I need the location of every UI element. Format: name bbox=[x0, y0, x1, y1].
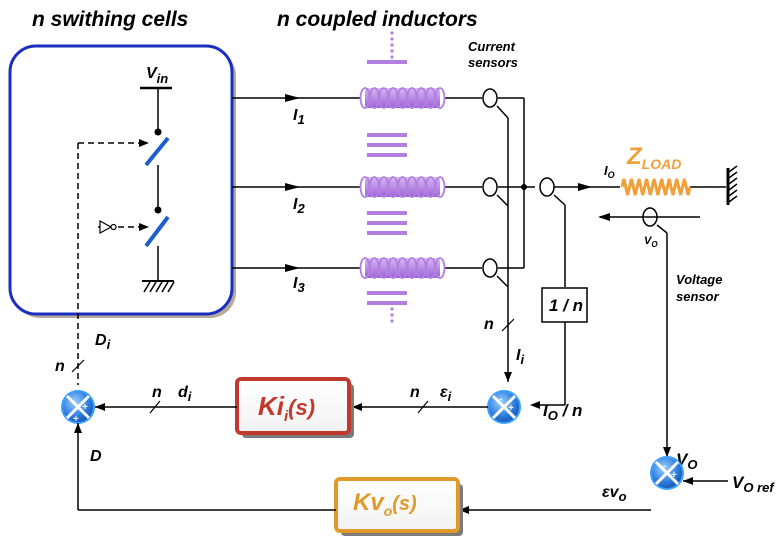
ground-symbol bbox=[142, 280, 175, 293]
i2-label: I2 bbox=[293, 196, 305, 216]
voltage-summer-minus: - bbox=[663, 461, 666, 472]
voltage-sensor-label-1: Voltage bbox=[676, 272, 722, 287]
current-summer bbox=[487, 390, 521, 424]
ii-arrowhead bbox=[504, 372, 512, 382]
zload-label: ZLOAD bbox=[626, 143, 681, 172]
vin-terminal bbox=[140, 86, 172, 136]
chassis-ground-icon bbox=[726, 165, 738, 205]
n-left-label: n bbox=[55, 358, 65, 375]
current-sensors-label-2: sensors bbox=[468, 55, 518, 70]
inductor-core-bars bbox=[367, 60, 407, 305]
voltage-sensor-label-2: sensor bbox=[676, 289, 720, 304]
bus-slash-right bbox=[501, 318, 515, 332]
error-i-line bbox=[352, 400, 488, 414]
inductor-coil-1 bbox=[359, 87, 446, 109]
one-over-n-label: 1 / n bbox=[549, 296, 583, 315]
zload-coil bbox=[620, 178, 692, 196]
voref-label: VO ref bbox=[732, 473, 775, 495]
current-summer-plus: + bbox=[508, 403, 514, 414]
di-cap-label: Di bbox=[95, 332, 111, 352]
voref-line bbox=[683, 477, 728, 485]
ki-label: Kii(s) bbox=[258, 391, 315, 425]
duty-summer-plus-1: + bbox=[82, 402, 88, 413]
evo-line bbox=[459, 506, 651, 514]
bus-slash-left bbox=[71, 359, 85, 373]
ki-block bbox=[235, 377, 354, 438]
kv-block bbox=[334, 477, 463, 536]
current-sensors-label-1: Current bbox=[468, 39, 516, 54]
n-mid2-label: n bbox=[410, 384, 420, 401]
inductor-coil-2 bbox=[359, 176, 446, 198]
io-over-n-label: IO / n bbox=[543, 401, 582, 423]
switching-cells-box bbox=[8, 44, 236, 318]
inverter-icon bbox=[99, 219, 117, 235]
lower-switch bbox=[144, 215, 170, 280]
title-switching-cells: n swithing cells bbox=[32, 8, 188, 31]
vo-small-label: VO bbox=[644, 235, 658, 249]
one-over-n-box bbox=[541, 287, 588, 323]
title-coupled-inductors: n coupled inductors bbox=[277, 8, 478, 31]
n-mid1-label: n bbox=[152, 384, 162, 401]
sensor-output-lines bbox=[496, 105, 566, 406]
inductor-coil-3 bbox=[359, 257, 446, 279]
voltage-sense-line bbox=[598, 213, 700, 457]
phase-lines bbox=[232, 94, 535, 272]
io-label: IO bbox=[604, 163, 615, 180]
kv-label: Kvo(s) bbox=[353, 489, 417, 519]
ii-label: Ii bbox=[516, 347, 524, 367]
i1-label: I1 bbox=[293, 107, 305, 127]
i3-label: I3 bbox=[293, 275, 305, 295]
di-line bbox=[95, 400, 237, 414]
evo-label: εvo bbox=[602, 484, 627, 504]
eps-i-label: εi bbox=[440, 384, 452, 404]
current-summer-minus: - bbox=[499, 394, 502, 405]
upper-switch bbox=[144, 136, 170, 214]
inductor-dots bbox=[390, 31, 394, 323]
duty-summer-plus-2: + bbox=[73, 414, 79, 425]
io-n-arrowhead bbox=[530, 401, 540, 409]
vin-label: Vin bbox=[146, 65, 168, 86]
d-feedback-line bbox=[74, 423, 336, 511]
n-right-label: n bbox=[484, 316, 494, 333]
voltage-summer bbox=[650, 456, 684, 490]
load-line bbox=[554, 183, 726, 191]
voltage-summer-plus: + bbox=[671, 470, 677, 481]
di-label: di bbox=[178, 384, 192, 404]
d-label: D bbox=[90, 448, 102, 465]
gate-drive-dashed bbox=[77, 139, 149, 385]
